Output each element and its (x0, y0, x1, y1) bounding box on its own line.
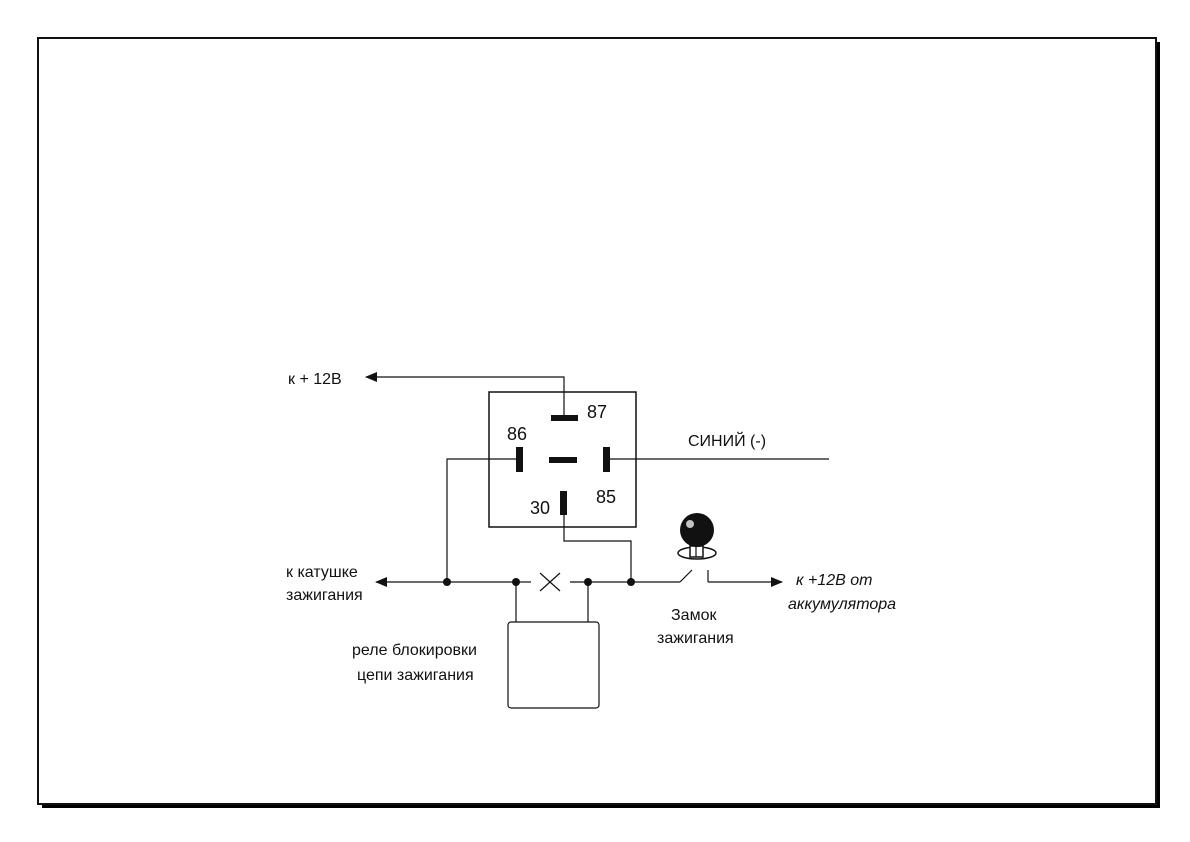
pin-30-label: 30 (530, 498, 550, 518)
pin-85-label: 85 (596, 487, 616, 507)
page-border (37, 37, 1157, 805)
label-blue-wire: СИНИЙ (-) (688, 431, 766, 450)
break-cross-icon (539, 572, 561, 592)
label-blocking-relay-2: цепи зажигания (357, 667, 474, 684)
label-ignition-coil-1: к катушке (286, 564, 358, 581)
label-battery-1: к +12В от (796, 572, 872, 589)
pin-86-label: 86 (507, 424, 527, 444)
ignition-key-icon (677, 513, 717, 583)
contact-86 (516, 447, 523, 472)
wire-87-to-plus12 (365, 372, 565, 415)
contact-85 (603, 447, 610, 472)
pin-87-label: 87 (587, 402, 607, 422)
contact-30 (560, 491, 567, 515)
junction-dot (443, 578, 451, 586)
blocking-relay-box (507, 621, 600, 709)
label-blocking-relay-1: реле блокировки (352, 642, 477, 659)
label-ignition-lock-1: Замок (671, 607, 717, 624)
label-to-plus12: к + 12В (288, 371, 342, 388)
contact-center (549, 457, 577, 463)
wire-30-to-junction (563, 515, 632, 582)
label-battery-2: аккумулятора (788, 596, 896, 613)
junction-dot (627, 578, 635, 586)
contact-87 (551, 415, 578, 421)
label-ignition-lock-2: зажигания (657, 630, 734, 647)
label-ignition-coil-2: зажигания (286, 587, 363, 604)
wire-86-to-coil-line (446, 458, 516, 582)
